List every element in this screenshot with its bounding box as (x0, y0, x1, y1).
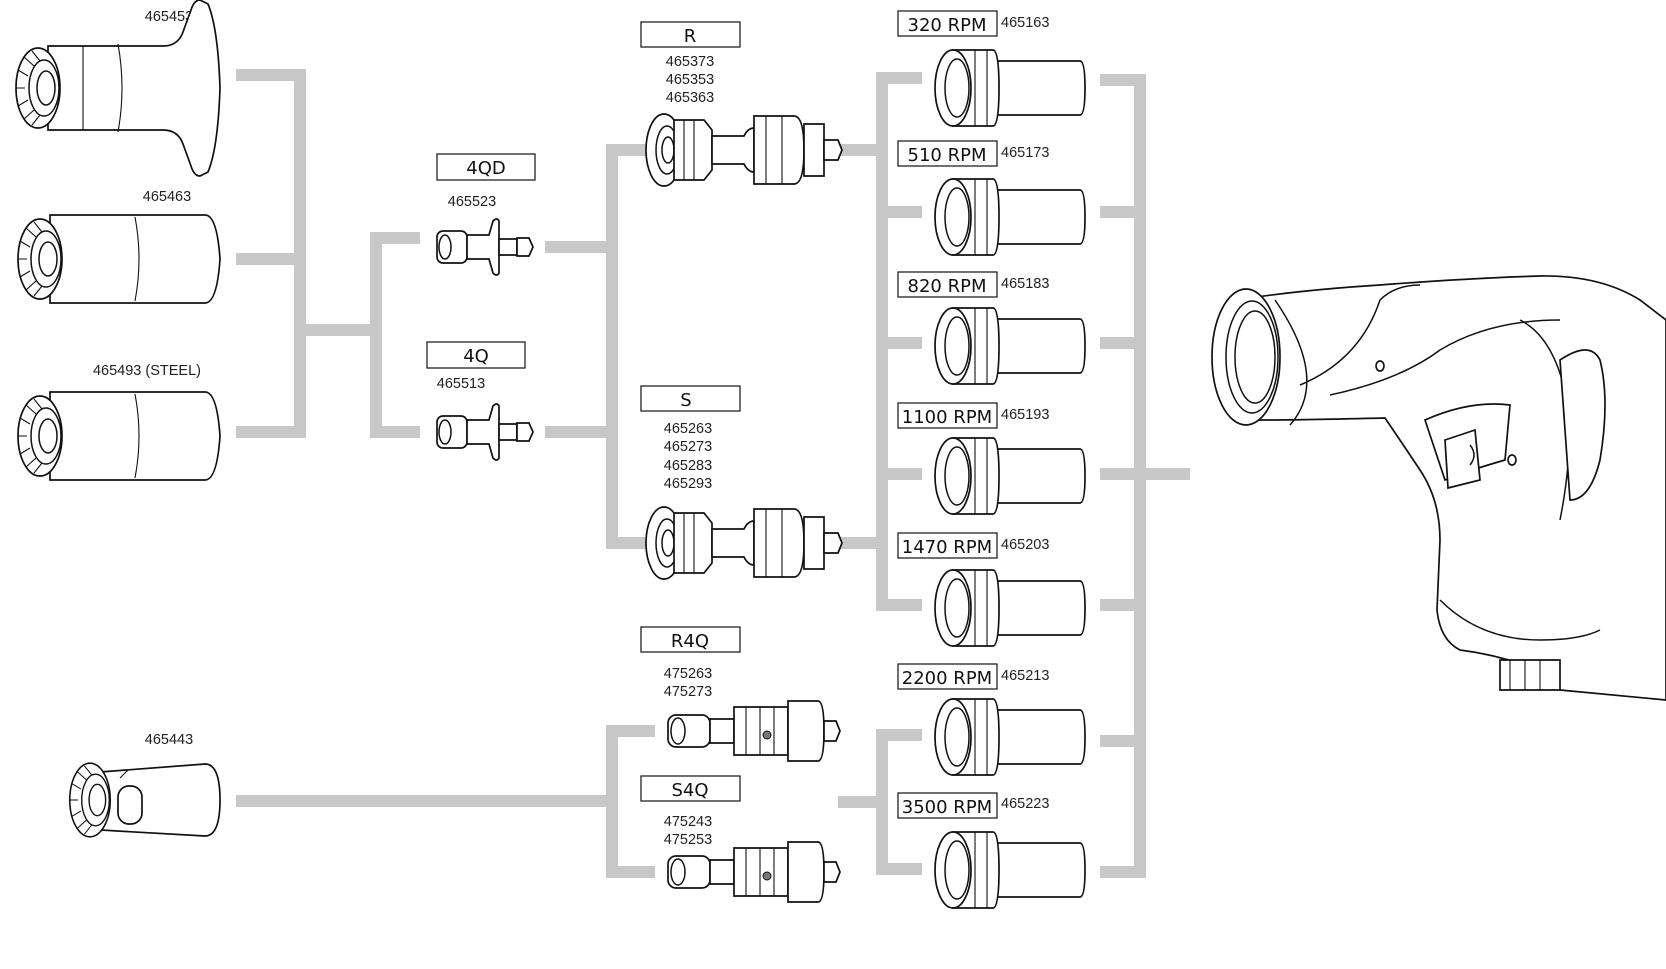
adapter-part-number: 465513 (437, 376, 485, 392)
motor-part-number: 465173 (1001, 145, 1049, 161)
motor-1100-rpm: 1100 RPM 465193 (898, 403, 1085, 514)
chuck-465453: 465453 (16, 0, 220, 176)
gearhead-label: R (684, 26, 697, 47)
gearhead-r4q: R4Q 475263 475273 (641, 627, 840, 761)
gearhead-part-number: 475263 (664, 666, 712, 682)
gearhead-part-number: 475253 (664, 832, 712, 848)
gearhead-part-number: 465283 (664, 458, 712, 474)
chuck-465493: 465493 (STEEL) (18, 363, 220, 480)
gearhead-label: S4Q (671, 780, 708, 801)
adapter-label: 4Q (463, 346, 489, 367)
motor-part-number: 465213 (1001, 668, 1049, 684)
motor-rpm-label: 1470 RPM (902, 537, 992, 558)
gearhead-part-number: 465263 (664, 421, 712, 437)
chuck-part-number: 465463 (143, 189, 191, 205)
motor-320-rpm: 320 RPM 465163 (898, 11, 1085, 126)
chuck-465463: 465463 (18, 189, 220, 303)
motor-3500-rpm: 3500 RPM 465223 (898, 793, 1085, 908)
motor-820-rpm: 820 RPM 465183 (898, 272, 1085, 384)
gearhead-part-number: 475273 (664, 684, 712, 700)
motor-part-number: 465193 (1001, 407, 1049, 423)
adapter-4qd: 4QD 465523 (437, 154, 535, 275)
motor-2200-rpm: 2200 RPM 465213 (898, 664, 1085, 775)
pistol-grip-tool-illustration (1212, 276, 1666, 700)
gearhead-part-number: 475243 (664, 814, 712, 830)
motor-part-number: 465223 (1001, 796, 1049, 812)
gearhead-s4q: S4Q 475243 475253 (641, 776, 840, 902)
connector-adapters-bracket (376, 238, 420, 432)
adapter-4q: 4Q 465513 (427, 342, 533, 460)
gearhead-label: R4Q (671, 631, 709, 652)
gearhead-part-number: 465293 (664, 476, 712, 492)
gearhead-part-number: 465273 (664, 439, 712, 455)
gearhead-r: R 465373 465353 465363 (641, 22, 842, 186)
motor-rpm-label: 320 RPM (908, 15, 987, 36)
motor-rpm-label: 820 RPM (908, 276, 987, 297)
gearhead-label: S (680, 390, 691, 411)
motor-part-number: 465163 (1001, 15, 1049, 31)
motor-rpm-label: 510 RPM (908, 145, 987, 166)
motor-1470-rpm: 1470 RPM 465203 (898, 533, 1085, 646)
motor-part-number: 465183 (1001, 276, 1049, 292)
gearhead-s: S 465263 465273 465283 465293 (641, 386, 842, 579)
gearhead-part-number: 465373 (666, 54, 714, 70)
connector-gearheads-bracket (612, 150, 655, 543)
motor-510-rpm: 510 RPM 465173 (898, 141, 1085, 255)
chuck-465443: 465443 (70, 732, 220, 837)
adapter-part-number: 465523 (448, 194, 496, 210)
motor-rpm-label: 3500 RPM (902, 797, 992, 818)
adapter-label: 4QD (466, 158, 505, 179)
gearhead-part-number: 465363 (666, 90, 714, 106)
gearhead-part-number: 465353 (666, 72, 714, 88)
motor-part-number: 465203 (1001, 537, 1049, 553)
chuck-part-number: 465493 (STEEL) (93, 363, 201, 379)
motor-rpm-label: 2200 RPM (902, 668, 992, 689)
chuck-part-number: 465443 (145, 732, 193, 748)
motor-rpm-label: 1100 RPM (902, 407, 992, 428)
